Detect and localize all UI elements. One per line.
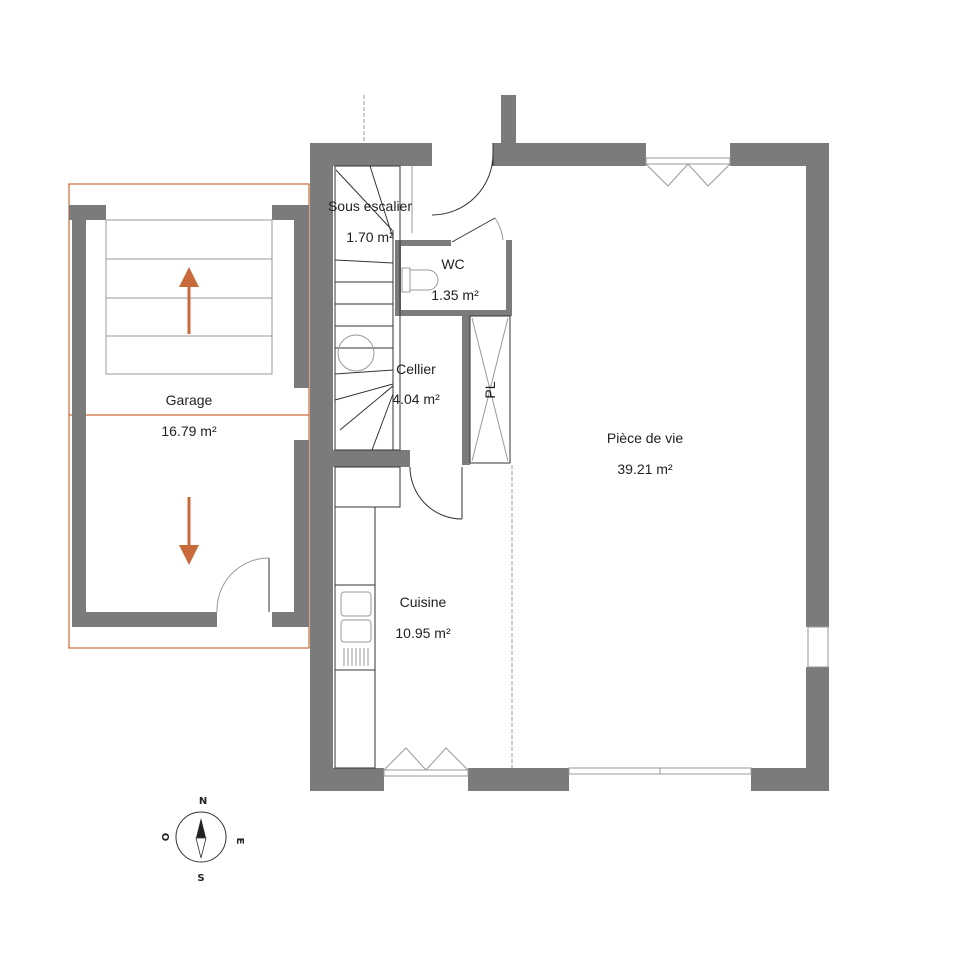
- svg-text:S: S: [197, 873, 204, 884]
- svg-text:O: O: [159, 833, 170, 842]
- doors: [363, 95, 513, 768]
- room-area-cellier: 4.04 m²: [392, 391, 440, 407]
- house-walls: [310, 95, 829, 791]
- room-area-piece-de-vie: 39.21 m²: [617, 461, 673, 477]
- room-label-garage: Garage: [166, 392, 213, 408]
- room-label-pl: PL: [482, 381, 498, 398]
- svg-text:N: N: [199, 796, 207, 807]
- room-area-sous-escalier: 1.70 m²: [346, 229, 394, 245]
- svg-text:E: E: [234, 838, 245, 845]
- room-area-wc: 1.35 m²: [431, 287, 479, 303]
- room-label-piece-de-vie: Pièce de vie: [607, 430, 683, 446]
- pl-box: [469, 315, 511, 464]
- room-label-sous-escalier: Sous escalier: [328, 198, 412, 214]
- compass-icon: N S E O: [159, 796, 245, 884]
- room-area-garage: 16.79 m²: [161, 423, 217, 439]
- garage-outline: [68, 183, 310, 649]
- windows: [383, 157, 829, 777]
- garage-door: [216, 557, 270, 613]
- staircase: [334, 165, 413, 451]
- room-label-wc: WC: [441, 256, 464, 272]
- kitchen-counter: [334, 466, 401, 769]
- arrow-down-icon: [179, 497, 199, 565]
- room-area-cuisine: 10.95 m²: [395, 625, 451, 641]
- room-label-cellier: Cellier: [396, 361, 436, 377]
- garage-walls: [69, 205, 309, 627]
- arrow-up-icon: [179, 267, 199, 334]
- toilet-icon: [401, 267, 439, 293]
- room-label-cuisine: Cuisine: [400, 594, 447, 610]
